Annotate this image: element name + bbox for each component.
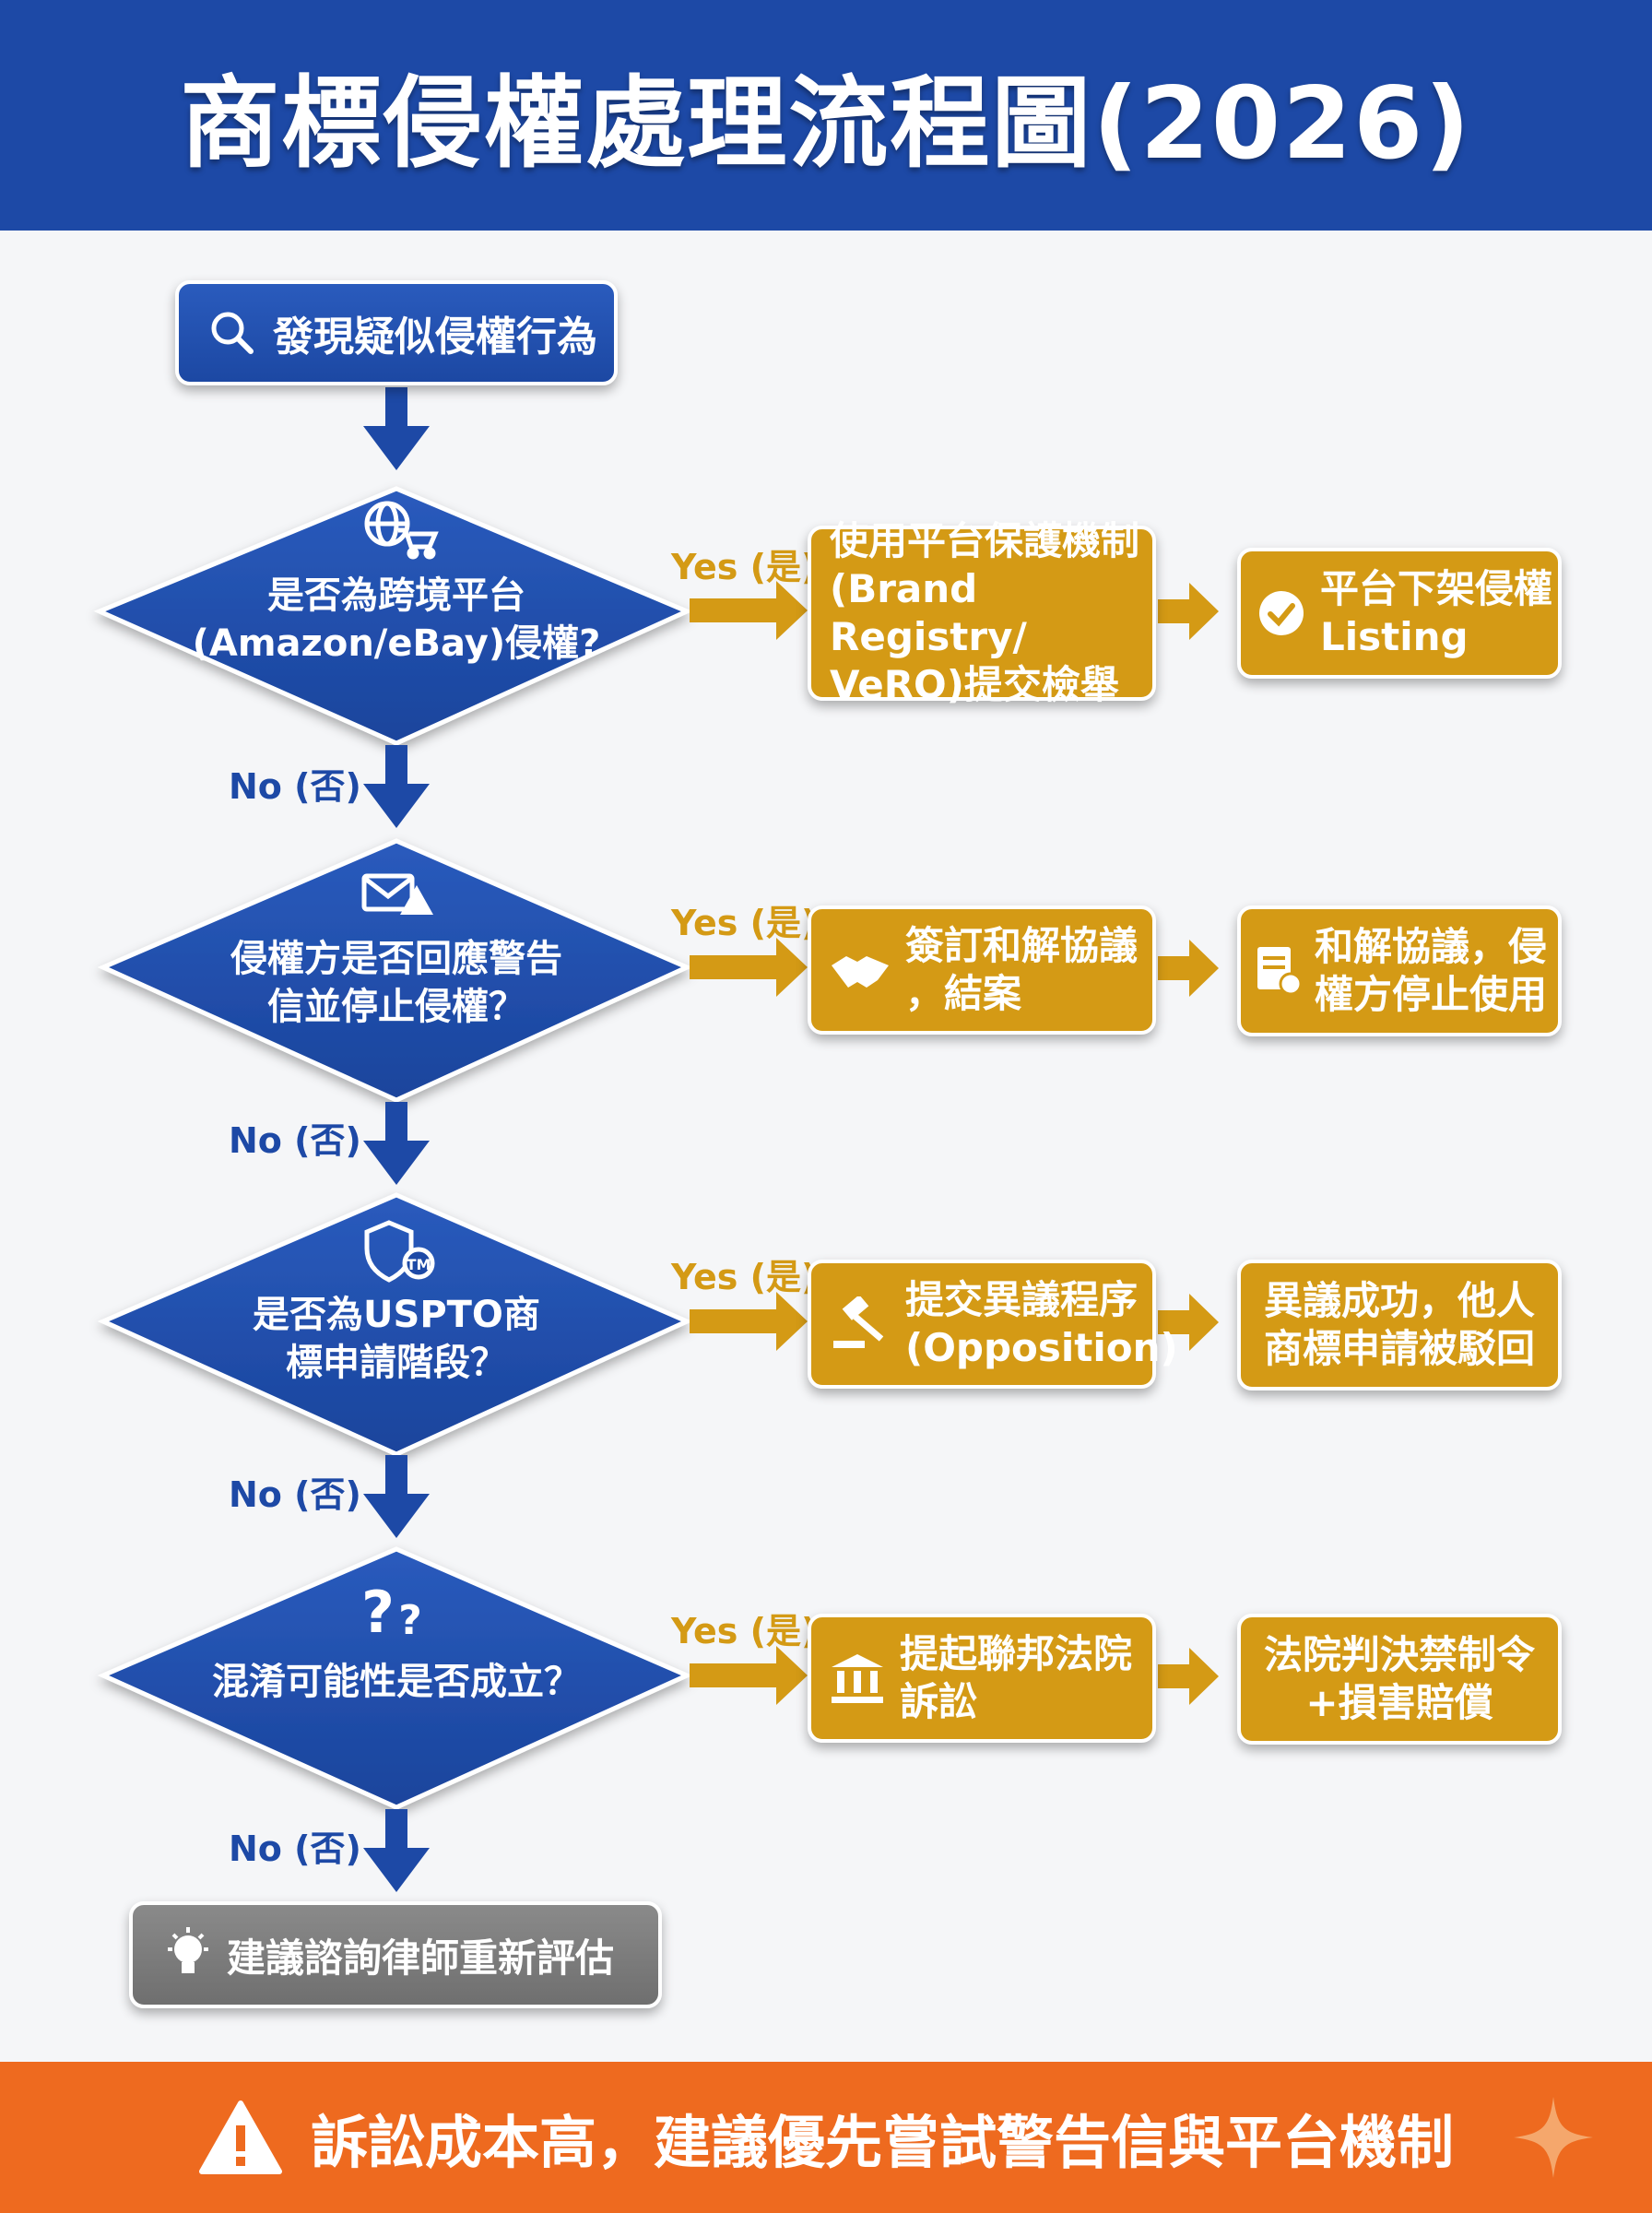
yes-arrow-3 <box>690 1292 808 1351</box>
down-arrow-2 <box>363 745 430 828</box>
decision-4-text: 混淆可能性是否成立？ <box>212 1661 581 1703</box>
yes-label-3: Yes (是) <box>671 1257 818 1297</box>
yes-arrow-2 <box>690 938 808 997</box>
result-arrow-4 <box>1158 1648 1219 1705</box>
courthouse-icon <box>828 1651 887 1706</box>
decision-diamond-1 <box>93 486 693 746</box>
decision-diamond-2 <box>97 838 693 1103</box>
action-box-1: 使用平台保護機制(Brand Registry/VeRO)提交檢舉 <box>808 518 1156 707</box>
globe-cart-icon <box>364 501 439 560</box>
action-box-3: 提交異議程序(Opposition) <box>808 1260 1178 1389</box>
footer-text: 訴訟成本高，建議優先嘗試警告信與平台機制 <box>310 2109 1454 2176</box>
check-circle-icon <box>1256 587 1307 639</box>
start-label: 發現疑似侵權行為 <box>273 314 597 361</box>
warning-triangle-icon <box>198 2100 283 2175</box>
result-box-2: 和解協議，侵權方停止使用 <box>1237 905 1562 1036</box>
svg-text:?: ? <box>398 1597 422 1644</box>
no-label-3: No (否) <box>229 1474 361 1515</box>
decision-diamond-4 <box>97 1546 693 1810</box>
shield-tm-icon: TM <box>364 1220 435 1283</box>
page-title: 商標侵權處理流程圖(2026) <box>180 66 1472 182</box>
svg-text:TM: TM <box>407 1256 431 1273</box>
result-box-3: 異議成功，他人商標申請被駁回 <box>1237 1260 1562 1391</box>
yes-arrow-1 <box>690 581 808 640</box>
decision-1-text: 是否為跨境平台(Amazon/eBay)侵權? <box>192 574 601 665</box>
yes-label-1: Yes (是) <box>671 547 818 587</box>
result-box-4: 法院判決禁制令+損害賠償 <box>1237 1614 1562 1745</box>
action-box-2: 簽訂和解協議，結案 <box>808 905 1156 1035</box>
decision-2-text: 侵權方是否回應警告信並停止侵權？ <box>230 938 562 1028</box>
decision-3-text: 是否為USPTO商標申請階段？ <box>253 1294 540 1384</box>
yes-label-4: Yes (是) <box>671 1611 818 1651</box>
sparkle-icon <box>1512 2095 1595 2180</box>
lightbulb-icon <box>162 1925 214 1984</box>
certificate-icon <box>1254 943 1304 999</box>
mail-warning-icon <box>361 873 433 915</box>
yes-arrow-4 <box>690 1646 808 1705</box>
footer-banner: 訴訟成本高，建議優先嘗試警告信與平台機制 <box>0 2062 1652 2213</box>
end-label: 建議諮詢律師重新評估 <box>227 1935 615 1981</box>
end-node: 建議諮詢律師重新評估 <box>129 1901 662 2008</box>
result-arrow-2 <box>1158 940 1219 997</box>
down-arrow-4 <box>363 1455 430 1538</box>
result-arrow-3 <box>1158 1294 1219 1351</box>
down-arrow-5 <box>363 1809 430 1892</box>
start-node: 發現疑似侵權行為 <box>175 280 618 385</box>
no-label-2: No (否) <box>229 1120 361 1161</box>
action-box-4: 提起聯邦法院訴訟 <box>808 1614 1156 1743</box>
svg-text:?: ? <box>361 1579 395 1646</box>
decision-diamond-3 <box>97 1192 693 1457</box>
question-marks-icon: ? ? <box>361 1579 422 1646</box>
search-icon <box>206 307 258 359</box>
down-arrow-1 <box>363 387 430 470</box>
gavel-icon <box>828 1296 892 1352</box>
header-banner: 商標侵權處理流程圖(2026) <box>0 0 1652 231</box>
handshake-icon <box>828 947 892 993</box>
no-label-4: No (否) <box>229 1828 361 1869</box>
no-label-1: No (否) <box>229 766 361 807</box>
down-arrow-3 <box>363 1102 430 1185</box>
yes-label-2: Yes (是) <box>671 903 818 943</box>
result-arrow-1 <box>1158 583 1219 640</box>
